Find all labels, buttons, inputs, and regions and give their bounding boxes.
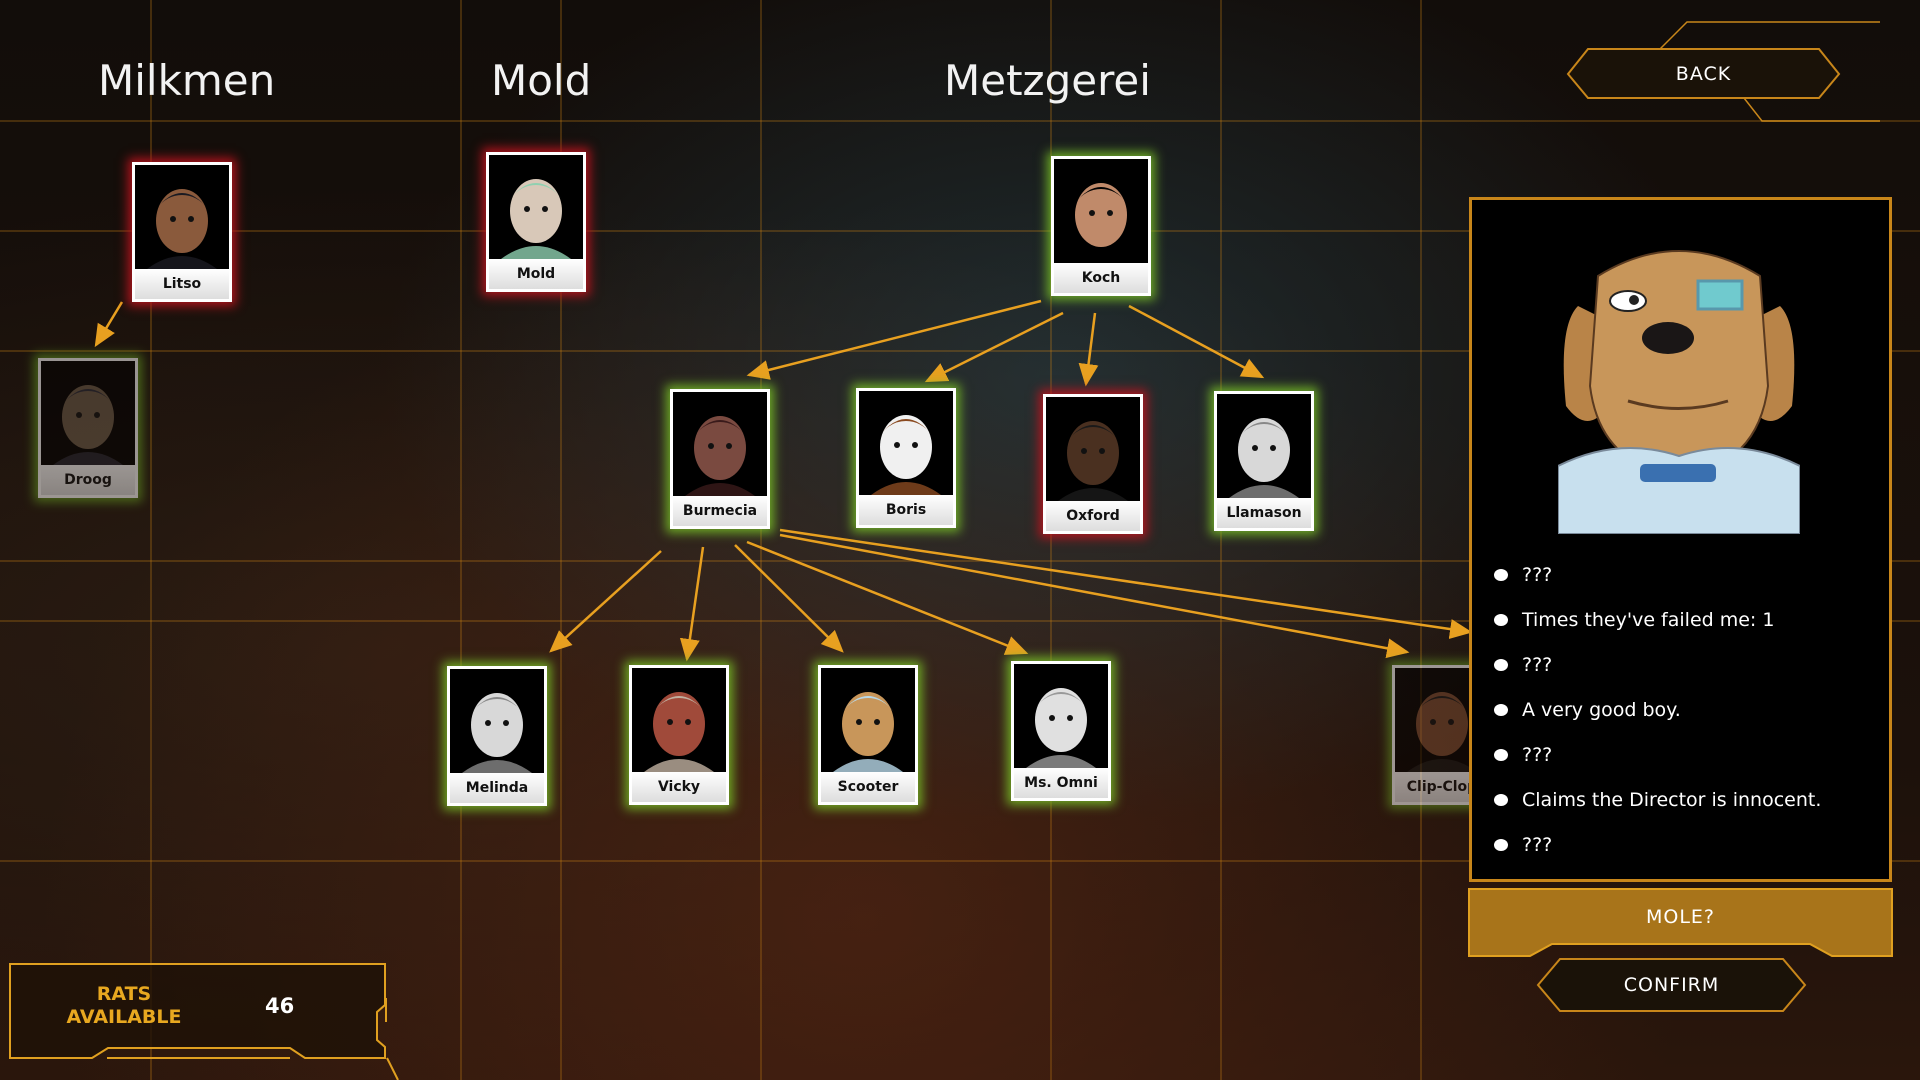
suspect-name: Vicky (632, 772, 726, 802)
suspect-portrait (41, 361, 135, 465)
suspect-portrait (1054, 159, 1148, 263)
clue-item: ??? (1494, 564, 1552, 586)
bullet-icon (1494, 794, 1508, 806)
rats-count: 46 (265, 994, 295, 1018)
suspect-card-melinda[interactable]: Melinda (447, 666, 547, 806)
bullet-icon (1494, 704, 1508, 716)
suspect-card-boris[interactable]: Boris (856, 388, 956, 528)
bullet-icon (1494, 659, 1508, 671)
mole-button[interactable]: MOLE? (1645, 905, 1716, 928)
clue-text: ??? (1522, 654, 1553, 676)
suspect-card-ms-omni[interactable]: Ms. Omni (1011, 661, 1111, 801)
column-title-mold: Mold (491, 56, 592, 105)
bullet-icon (1494, 569, 1508, 581)
suspect-portrait (135, 165, 229, 269)
suspect-name: Oxford (1046, 501, 1140, 531)
clue-text: ??? (1522, 834, 1553, 856)
suspect-card-llamason[interactable]: Llamason (1214, 391, 1314, 531)
scooter-portrait (1558, 250, 1800, 534)
suspect-card-droog[interactable]: Droog (38, 358, 138, 498)
suspect-portrait (632, 668, 726, 772)
clue-text: ??? (1522, 744, 1553, 766)
suspect-detail-panel: ??? Times they've failed me: 1??? A very g… (1469, 197, 1892, 882)
grid-line (760, 0, 762, 1080)
clue-item: ??? (1494, 744, 1552, 766)
rats-label-line1: RATS (96, 983, 152, 1005)
bullet-icon (1494, 749, 1508, 761)
grid-line (0, 120, 1920, 122)
bullet-icon (1494, 839, 1508, 851)
suspect-name: Boris (859, 495, 953, 525)
suspect-portrait (1046, 397, 1140, 501)
column-title-milkmen: Milkmen (98, 56, 276, 105)
suspect-name: Droog (41, 465, 135, 495)
grid-line (460, 0, 462, 1080)
suspect-portrait (450, 669, 544, 773)
suspect-card-vicky[interactable]: Vicky (629, 665, 729, 805)
suspect-card-scooter[interactable]: Scooter (818, 665, 918, 805)
grid-line (150, 0, 152, 1080)
suspect-card-burmecia[interactable]: Burmecia (670, 389, 770, 529)
column-title-metzgerei: Metzgerei (944, 56, 1151, 105)
suspect-name: Burmecia (673, 496, 767, 526)
suspect-portrait (1217, 394, 1311, 498)
suspect-name: Koch (1054, 263, 1148, 293)
clue-item: Claims the Director is innocent. (1494, 789, 1821, 811)
clue-item: Times they've failed me: 1 (1494, 609, 1774, 631)
back-button[interactable]: BACK (1675, 62, 1732, 85)
suspect-card-koch[interactable]: Koch (1051, 156, 1151, 296)
clue-text: Times they've failed me: 1 (1522, 609, 1775, 631)
suspect-name: Ms. Omni (1014, 768, 1108, 798)
suspect-name: Mold (489, 259, 583, 289)
grid-line (560, 0, 562, 1080)
suspect-name: Llamason (1217, 498, 1311, 528)
suspect-name: Scooter (821, 772, 915, 802)
clue-item: A very good boy. (1494, 699, 1681, 721)
suspect-portrait (821, 668, 915, 772)
clue-text: A very good boy. (1522, 699, 1681, 721)
suspect-card-mold[interactable]: Mold (486, 152, 586, 292)
rats-label-line2: AVAILABLE (66, 1006, 182, 1028)
rats-available-counter: RATS AVAILABLE 46 (10, 961, 387, 1059)
suspect-card-oxford[interactable]: Oxford (1043, 394, 1143, 534)
suspect-portrait (1395, 668, 1489, 772)
clue-text: ??? (1522, 564, 1553, 586)
suspect-portrait (1014, 664, 1108, 768)
clue-item: ??? (1494, 654, 1552, 676)
clue-text: Claims the Director is innocent. (1522, 789, 1822, 811)
confirm-button[interactable]: CONFIRM (1623, 974, 1720, 996)
clue-item: ??? (1494, 834, 1552, 856)
grid-line (0, 860, 1920, 862)
suspect-portrait (859, 391, 953, 495)
suspect-name: Melinda (450, 773, 544, 803)
grid-line (0, 230, 1920, 232)
suspect-portrait (489, 155, 583, 259)
bullet-icon (1494, 614, 1508, 626)
suspect-portrait (673, 392, 767, 496)
suspect-card-litso[interactable]: Litso (132, 162, 232, 302)
suspect-name: Litso (135, 269, 229, 299)
